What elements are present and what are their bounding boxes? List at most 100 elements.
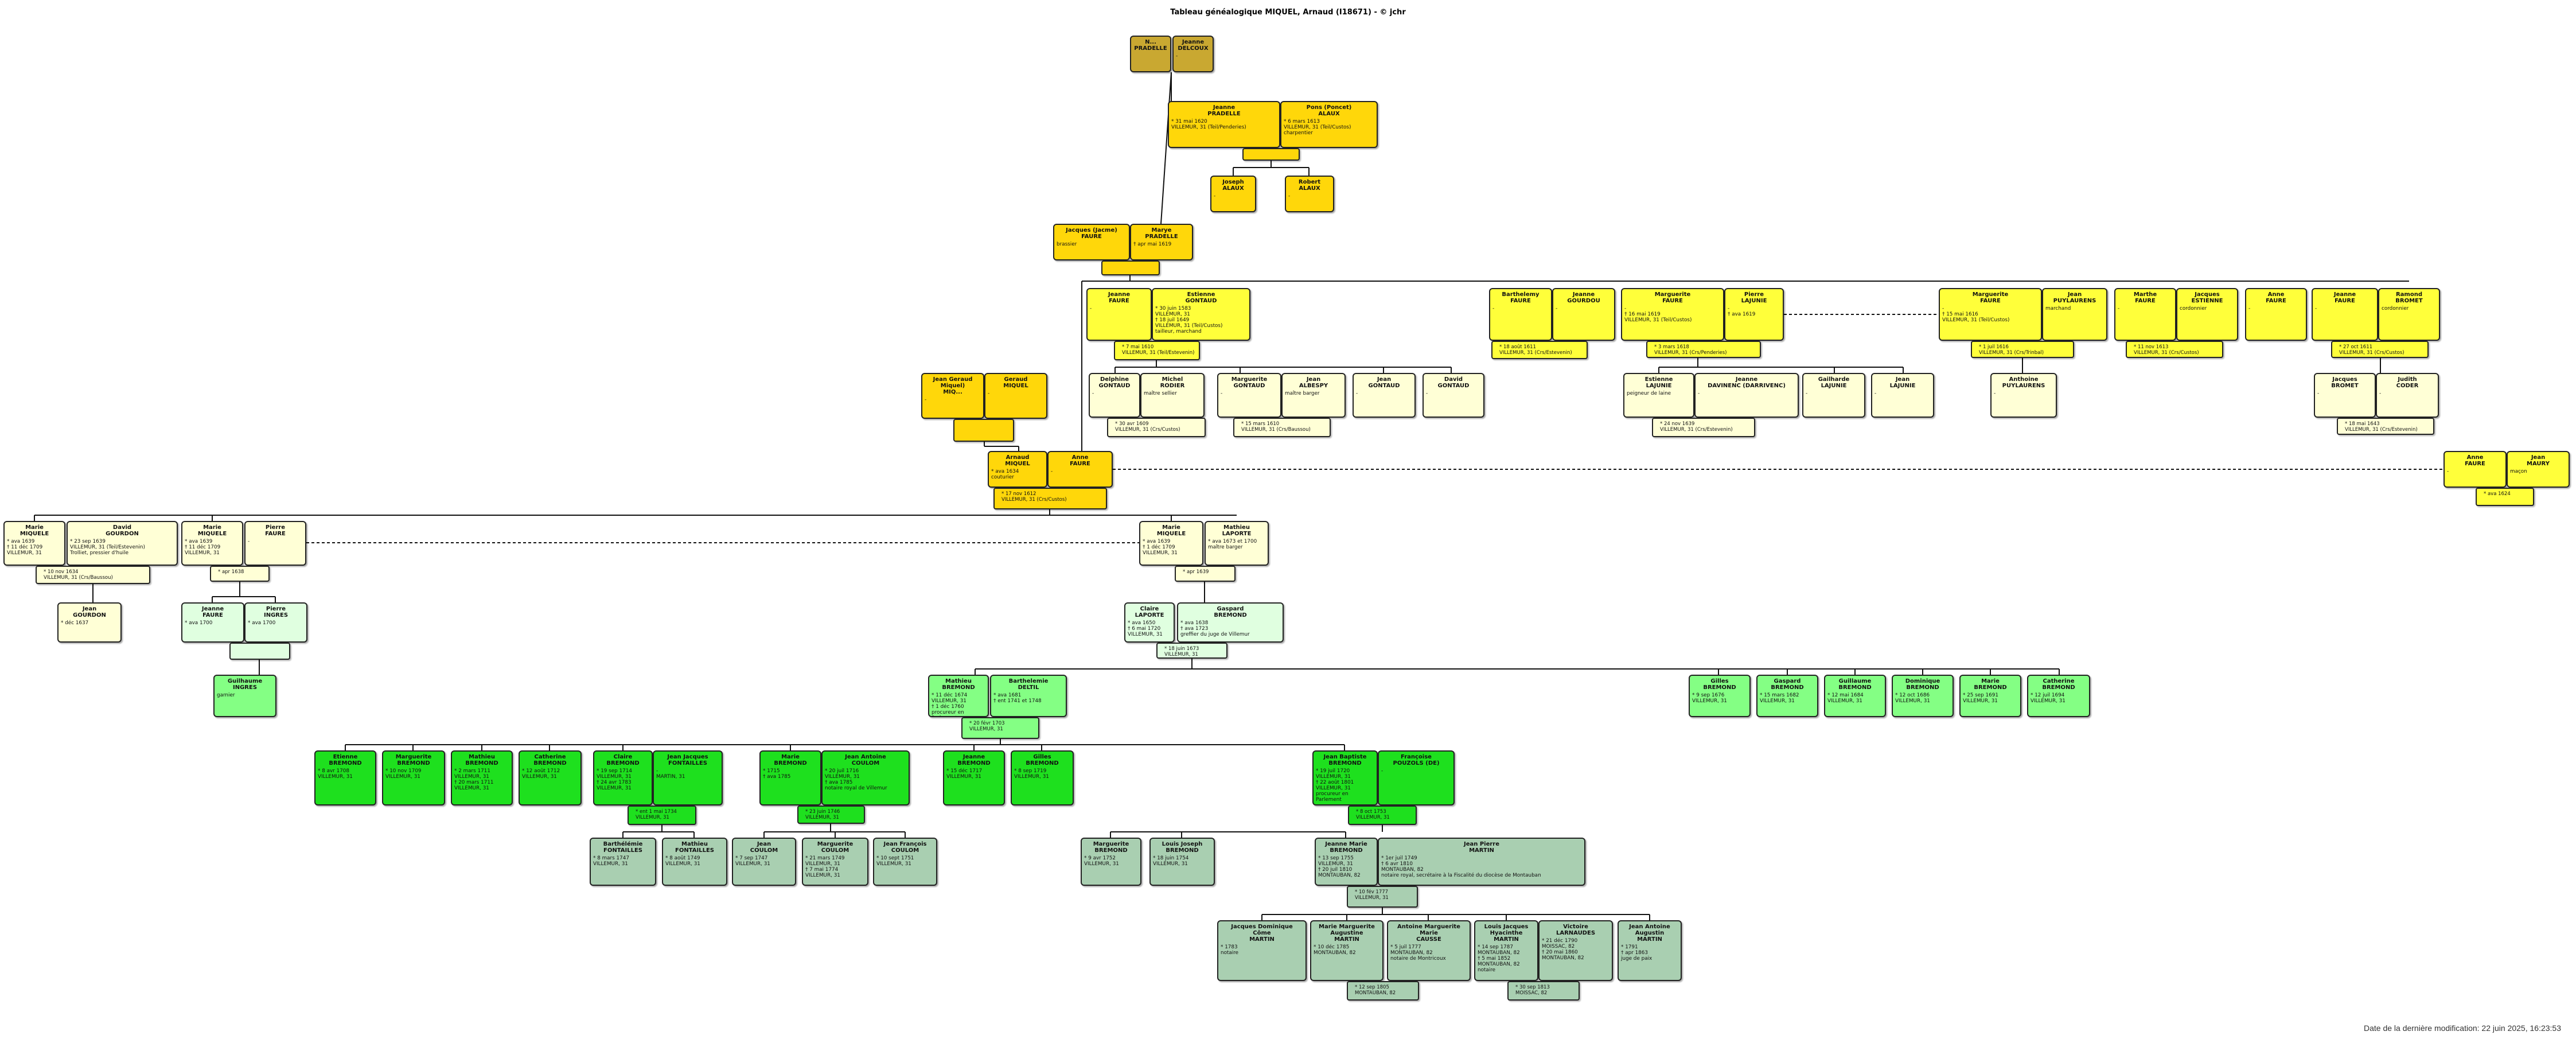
person-box-jgourdon[interactable]: Jean GOURDON* déc 1637 <box>57 602 122 643</box>
person-box-cabremond[interactable]: Catherine BREMOND* 12 juil 1694 VILLEMUR… <box>2027 675 2090 717</box>
person-name: Gilles BREMOND <box>1026 754 1059 766</box>
person-box-pfaure[interactable]: Pierre FAURE- <box>244 521 306 566</box>
person-box-jfaure1[interactable]: Jeanne FAURE - <box>1086 288 1152 341</box>
person-box-gmiquel[interactable]: Geraud MIQUEL- <box>984 373 1047 419</box>
person-box-gbremond[interactable]: Gaspard BREMOND* ava 1638 † ava 1723 gre… <box>1177 602 1284 643</box>
person-box-ljbremond[interactable]: Louis Joseph BREMOND* 18 juin 1754 VILLE… <box>1149 838 1215 886</box>
person-box-mgbremond2[interactable]: Marguerite BREMOND* 9 avr 1752 VILLEMUR,… <box>1081 838 1141 886</box>
person-details: - <box>1221 391 1223 396</box>
person-box-amiquel[interactable]: Arnaud MIQUEL* ava 1634 couturier <box>988 451 1047 488</box>
person-details: - <box>1090 306 1092 312</box>
person-box-jdmartin[interactable]: Jacques Dominique Côme MARTIN* 1783 nota… <box>1217 920 1307 981</box>
person-name: Pons (Poncet) ALAUX <box>1306 104 1352 117</box>
person-box-jfcoulom[interactable]: Jean François COULOM* 10 sept 1751 VILLE… <box>873 838 937 886</box>
person-box-jjfontailles[interactable]: Jean Jacques FONTAILLES- MARTIN, 31 <box>653 750 723 805</box>
person-box-bdeltil[interactable]: Barthelemie DELTIL* ava 1681 † ent 1741 … <box>990 675 1067 717</box>
person-box-mlaporte[interactable]: Mathieu LAPORTE* ava 1673 et 1700 maître… <box>1205 521 1269 566</box>
person-box-gibremond[interactable]: Gilles BREMOND* 8 sep 1719 VILLEMUR, 31 <box>1011 750 1074 805</box>
person-box-afaure[interactable]: Anne FAURE- <box>1047 451 1113 488</box>
person-box-bfaure[interactable]: Barthelemy FAURE- <box>1489 288 1552 341</box>
person-box-mfontailles[interactable]: Mathieu FONTAILLES* 8 août 1749 VILLEMUR… <box>662 838 727 886</box>
person-box-robalaux[interactable]: Robert ALAUX- <box>1285 176 1334 212</box>
person-box-magbremond[interactable]: Marguerite BREMOND* 10 nov 1709 VILLEMUR… <box>382 750 445 805</box>
person-box-plajunie[interactable]: Pierre LAJUNIE- † ava 1619 <box>1724 288 1784 341</box>
person-box-vlarnaudes[interactable]: Victoire LARNAUDES* 21 déc 1790 MOISSAC,… <box>1538 920 1613 981</box>
person-details: * 19 juil 1720 VILLEMUR, 31 † 22 août 18… <box>1316 768 1354 803</box>
person-box-mmiquele[interactable]: Marie MIQUELE* ava 1639 † 11 déc 1709 VI… <box>3 521 65 566</box>
person-details: * 8 avr 1708 VILLEMUR, 31 <box>318 768 353 780</box>
person-box-claporte[interactable]: Claire LAPORTE* ava 1650 † 6 mai 1720 VI… <box>1124 602 1175 643</box>
person-box-jaamartin[interactable]: Jean Antoine Augustin MARTIN* 1791 † apr… <box>1618 920 1682 981</box>
person-box-mgontaud[interactable]: Marguerite GONTAUD- <box>1217 373 1281 418</box>
person-box-jgourdou[interactable]: Jeanne GOURDOU- <box>1552 288 1615 341</box>
person-box-afaure4[interactable]: Anne FAURE- <box>2245 288 2307 341</box>
person-box-clbremond[interactable]: Claire BREMOND* 19 sep 1714 VILLEMUR, 31… <box>593 750 653 805</box>
person-box-catbremond[interactable]: Catherine BREMOND* 12 août 1712 VILLEMUR… <box>519 750 582 805</box>
person-box-jgontaud[interactable]: Jean GONTAUD- <box>1353 373 1416 418</box>
person-box-jnbremond[interactable]: Jeanne BREMOND* 15 déc 1717 VILLEMUR, 31 <box>943 750 1005 805</box>
person-box-josalaux[interactable]: Joseph ALAUX- <box>1210 176 1256 212</box>
person-box-jfaure5[interactable]: Jeanne FAURE- <box>2312 288 2378 341</box>
person-box-dgontaud[interactable]: Delphine GONTAUD- <box>1089 373 1140 418</box>
person-box-mamartin[interactable]: Marie Marguerite Augustine MARTIN* 10 dé… <box>1310 920 1384 981</box>
person-box-mfaure3[interactable]: Marguerite FAURE- † 15 mai 1616 VILLEMUR… <box>1939 288 2042 341</box>
person-box-etbremond[interactable]: Etienne BREMOND* 8 avr 1708 VILLEMUR, 31 <box>314 750 376 805</box>
person-box-jgmiquel[interactable]: Jean Geraud Miquel) MIQ...- <box>921 373 984 419</box>
person-box-matbremond[interactable]: Mathieu BREMOND* 2 mars 1711 VILLEMUR, 3… <box>451 750 513 805</box>
person-box-gilbremond[interactable]: Gilles BREMOND* 9 sep 1676 VILLEMUR, 31 <box>1689 675 1751 717</box>
person-box-mpradelle[interactable]: Marye PRADELLE† apr mai 1619 <box>1130 224 1193 260</box>
person-box-jcoder[interactable]: Judith CODER- <box>2376 373 2439 418</box>
person-box-jdavinenc[interactable]: Jeanne DAVINENC (DARRIVENC)- <box>1694 373 1799 418</box>
person-box-apuylaurens[interactable]: Anthoine PUYLAURENS- <box>1990 373 2057 418</box>
person-box-bfontailles[interactable]: Barthélémie FONTAILLES* 8 mars 1747 VILL… <box>590 838 656 886</box>
marriage-box-gourdou: * 18 août 1611 VILLEMUR, 31 (Crs/Esteven… <box>1491 341 1588 359</box>
person-box-mmiquele2[interactable]: Marie MIQUELE* ava 1639 † 11 déc 1709 VI… <box>181 521 243 566</box>
person-box-ljhmartin[interactable]: Louis Jacques Hyacinthe MARTIN* 14 sep 1… <box>1474 920 1538 981</box>
person-details: * 21 mars 1749 VILLEMUR, 31 † 7 mai 1774… <box>805 855 845 878</box>
person-box-mafaure[interactable]: Marthe FAURE- <box>2114 288 2176 341</box>
person-box-jnlajunie[interactable]: Jean LAJUNIE- <box>1871 373 1934 418</box>
person-box-dagontaud[interactable]: David GONTAUD- <box>1423 373 1484 418</box>
person-box-afaure6[interactable]: Anne FAURE- <box>2444 451 2507 488</box>
person-box-egontaud[interactable]: Estienne GONTAUD* 30 juin 1583 VILLEMUR,… <box>1152 288 1250 341</box>
person-box-jfaure7[interactable]: Jeanne FAURE* ava 1700 <box>181 602 244 643</box>
person-box-dgourdon[interactable]: David GOURDON* 23 sep 1639 VILLEMUR, 31 … <box>67 521 178 566</box>
person-box-gubremond[interactable]: Guillaume BREMOND* 12 mai 1684 VILLEMUR,… <box>1824 675 1886 717</box>
person-box-jpmartin[interactable]: Jean Pierre MARTIN* 1er juil 1749 † 6 av… <box>1378 838 1585 886</box>
person-box-jpradelle[interactable]: Jeanne PRADELLE* 31 mai 1620 VILLEMUR, 3… <box>1168 101 1280 148</box>
person-box-mabremond[interactable]: Marie BREMOND* 25 sep 1691 VILLEMUR, 31 <box>1959 675 2021 717</box>
person-box-mmiquele3[interactable]: Marie MIQUELE* ava 1639 † 1 déc 1709 VIL… <box>1139 521 1203 566</box>
person-box-ammartin[interactable]: Antoine Marguerite Marie CAUSSE* 5 juil … <box>1387 920 1471 981</box>
person-box-jecoulom[interactable]: Jean COULOM* 7 sep 1747 VILLEMUR, 31 <box>732 838 796 886</box>
marriage-box-coulom: * 23 juin 1746 VILLEMUR, 31 <box>797 805 865 824</box>
person-details <box>1131 52 1170 53</box>
person-box-mbremond[interactable]: Mathieu BREMOND* 11 déc 1674 VILLEMUR, 3… <box>928 675 989 717</box>
person-box-glajunie[interactable]: Gailharde LAJUNIE- <box>1802 373 1865 418</box>
person-box-dobremond[interactable]: Dominique BREMOND* 12 oct 1686 VILLEMUR,… <box>1892 675 1954 717</box>
person-box-fpouzols[interactable]: Françoise POUZOLS (DE)- <box>1378 750 1455 805</box>
person-box-jbromet[interactable]: Jacques BROMET- <box>2314 373 2376 418</box>
person-box-mfaure2[interactable]: Marguerite FAURE- † 16 mai 1619 VILLEMUR… <box>1621 288 1724 341</box>
person-box-gasbremond[interactable]: Gaspard BREMOND* 15 mars 1682 VILLEMUR, … <box>1756 675 1818 717</box>
person-box-npradelle[interactable]: N... PRADELLE <box>1130 36 1171 72</box>
person-box-jmbremond[interactable]: Jeanne Marie BREMOND* 13 sep 1755 VILLEM… <box>1315 838 1378 886</box>
person-name: Jeanne BREMOND <box>957 754 991 766</box>
person-box-jbbremond[interactable]: Jean Baptiste BREMOND* 19 juil 1720 VILL… <box>1312 750 1378 805</box>
person-box-jacoulom[interactable]: Jean Antoine COULOM* 20 juil 1716 VILLEM… <box>821 750 910 805</box>
person-box-palaux[interactable]: Pons (Poncet) ALAUX* 6 mars 1613 VILLEMU… <box>1280 101 1378 148</box>
person-box-mrbremond[interactable]: Marie BREMOND* 1715 † ava 1785 <box>759 750 821 805</box>
person-name: Jeanne FAURE <box>1108 291 1131 304</box>
person-box-jdelcoux[interactable]: Jeanne DELCOUX- <box>1172 36 1214 72</box>
person-box-mcoulom[interactable]: Marguerite COULOM* 21 mars 1749 VILLEMUR… <box>802 838 868 886</box>
person-details: * ava 1634 couturier <box>991 469 1019 480</box>
person-box-pingres[interactable]: Pierre INGRES* ava 1700 <box>244 602 307 643</box>
